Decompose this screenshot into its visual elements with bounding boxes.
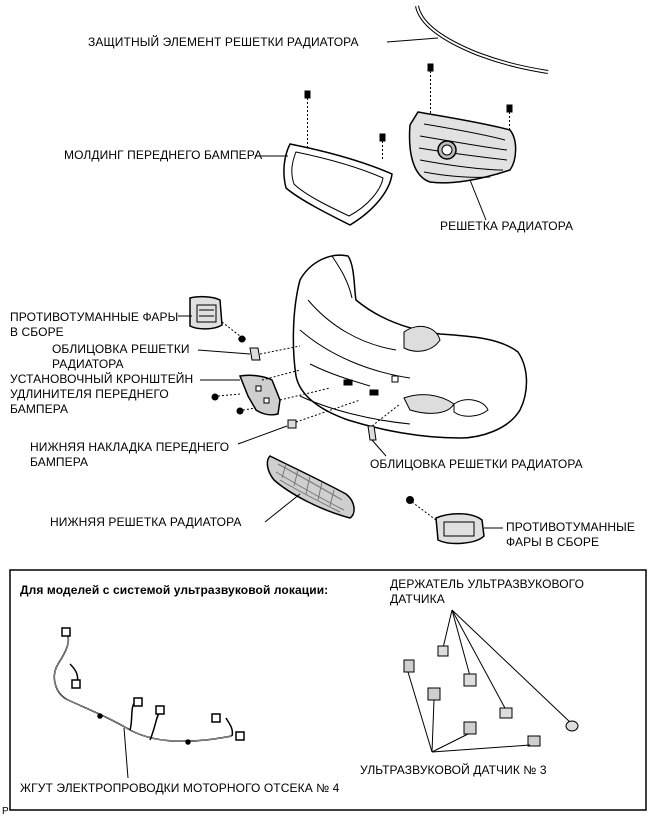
fog-lamp-left-part bbox=[189, 295, 223, 330]
label-lower-cover: НИЖНЯЯ НАКЛАДКА ПЕРЕДНЕГО БАМПЕРА bbox=[30, 440, 230, 469]
clip-grille-top bbox=[427, 63, 434, 118]
leader-grille-cover-right bbox=[371, 439, 387, 457]
label-sensor-holder: ДЕРЖАТЕЛЬ УЛЬТРАЗВУКОВОГО ДАТЧИКА bbox=[390, 577, 585, 606]
label-sonar-models: Для моделей с системой ультразвуковой ло… bbox=[20, 583, 329, 597]
sensor-parts bbox=[403, 659, 541, 747]
label-wire-harness: ЖГУТ ЭЛЕКТРОПРОВОДКИ МОТОРНОГО ОТСЕКА № … bbox=[20, 781, 340, 795]
grille-protector-part bbox=[415, 5, 549, 74]
label-radiator-grille: РЕШЕТКА РАДИАТОРА bbox=[440, 219, 574, 233]
grille-cover-left-part bbox=[249, 347, 261, 361]
extension-bracket-part bbox=[238, 374, 281, 416]
leader-radiator-grille bbox=[469, 179, 487, 221]
wire-harness-part bbox=[53, 627, 245, 745]
label-grille-protector: ЗАЩИТНЫЙ ЭЛЕМЕНТ РЕШЕТКИ РАДИАТОРА bbox=[88, 35, 359, 49]
label-grille-cover-right: ОБЛИЦОВКА РЕШЕТКИ РАДИАТОРА bbox=[370, 457, 583, 471]
leader-lower-grille bbox=[264, 493, 301, 523]
sensor-holder-parts bbox=[437, 645, 579, 732]
clip-molding-left bbox=[304, 90, 311, 148]
leader-grille-cover-left bbox=[197, 349, 251, 355]
leader-grille-protector bbox=[386, 37, 439, 43]
label-corner-code: P bbox=[2, 806, 9, 817]
label-fog-lamp-left: ПРОТИВОТУМАННЫЕ ФАРЫ В СБОРЕ bbox=[10, 310, 179, 339]
label-extension-bracket: УСТАНОВОЧНЫЙ КРОНШТЕЙН УДЛИНИТЕЛЯ ПЕРЕДН… bbox=[10, 372, 194, 416]
label-sensor: УЛЬТРАЗВУКОВОЙ ДАТЧИК № 3 bbox=[360, 763, 547, 777]
bumper-cover-part bbox=[292, 254, 528, 439]
label-grille-cover-left: ОБЛИЦОВКА РЕШЕТКИ РАДИАТОРА bbox=[52, 342, 190, 371]
clip-molding-right bbox=[379, 133, 386, 160]
radiator-grille-part bbox=[408, 111, 517, 184]
front-bumper-molding-part bbox=[283, 143, 393, 226]
label-fog-lamp-right: ПРОТИВОТУМАННЫЕ ФАРЫ В СБОРЕ bbox=[506, 520, 636, 549]
sensor-holder-leaders bbox=[442, 609, 573, 725]
leader-lower-cover bbox=[237, 425, 288, 445]
sensor-leaders bbox=[407, 671, 531, 753]
label-front-bumper-molding: МОЛДИНГ ПЕРЕДНЕГО БАМПЕРА bbox=[64, 148, 263, 162]
sonar-models-frame bbox=[9, 569, 647, 811]
lower-cover-part bbox=[287, 419, 297, 429]
grille-cover-right-part bbox=[367, 425, 377, 441]
label-lower-grille: НИЖНЯЯ РЕШЕТКА РАДИАТОРА bbox=[50, 515, 242, 529]
leader-wire-harness bbox=[123, 727, 129, 779]
lower-grille-part bbox=[266, 455, 355, 519]
fog-lamp-right-part bbox=[406, 496, 485, 545]
